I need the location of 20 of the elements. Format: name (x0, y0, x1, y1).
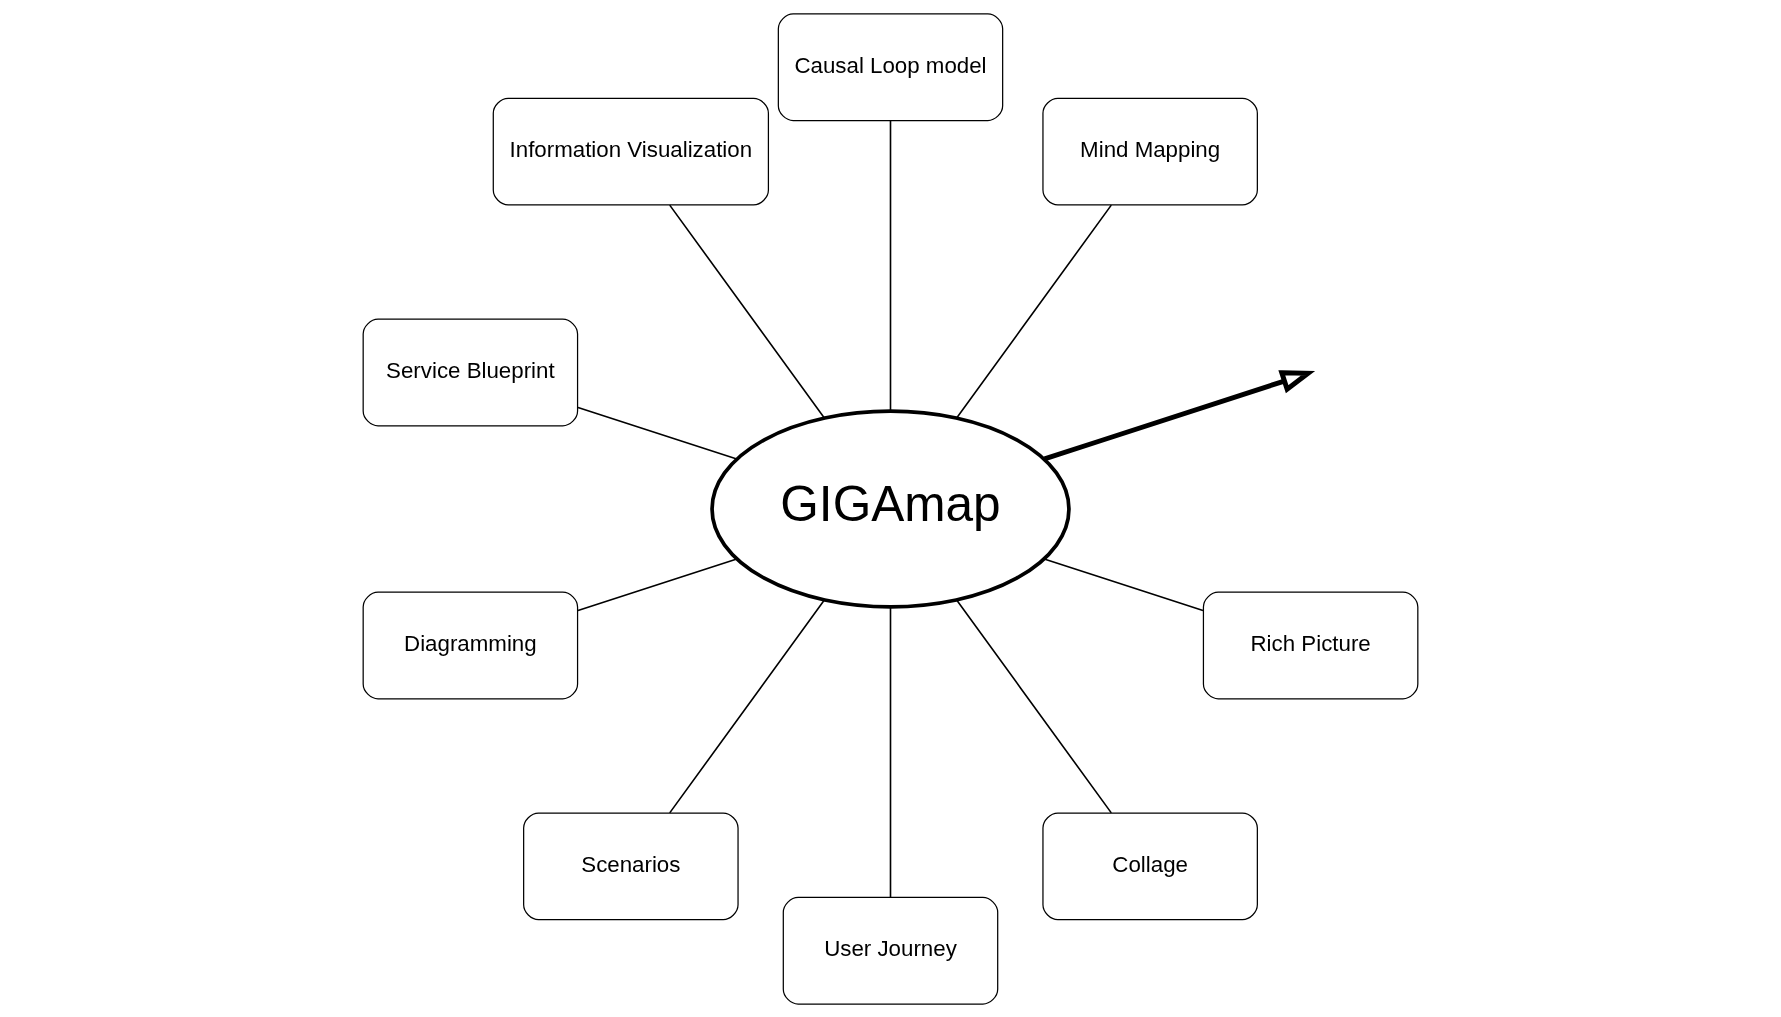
connector (577, 557, 738, 611)
node-ellipse: GIGAmap (710, 408, 1071, 609)
node-box: Information Visualization (492, 97, 770, 206)
node-box: Service Blueprint (362, 318, 579, 426)
connector (577, 406, 738, 460)
connector (668, 203, 826, 419)
arrow (1043, 369, 1316, 461)
connector (955, 598, 1113, 814)
node-box: Mind Mapping (1042, 97, 1258, 206)
connector (668, 598, 826, 814)
connector (889, 605, 892, 898)
node-box: Scenarios (523, 811, 739, 920)
connector (955, 203, 1113, 419)
node-box: Collage (1042, 811, 1258, 920)
node-box: Diagramming (362, 591, 579, 699)
node-box: User Journey (782, 896, 999, 1005)
connector (889, 119, 892, 412)
connector (1043, 557, 1204, 611)
node-box: Causal Loop model (777, 12, 1004, 121)
node-box: Rich Picture (1202, 591, 1419, 699)
